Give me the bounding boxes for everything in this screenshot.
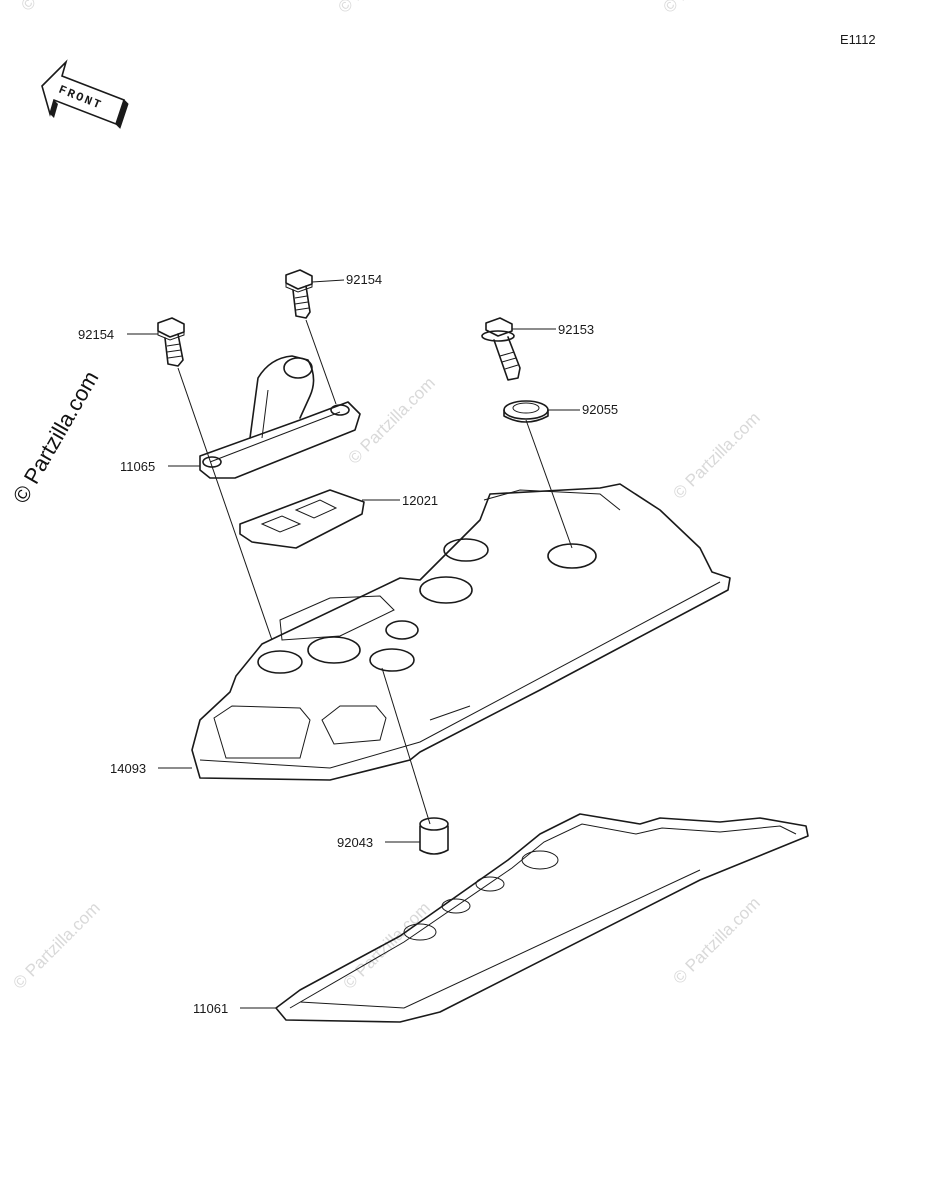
watermark: © Partzilla.com bbox=[9, 898, 103, 992]
collar-92043 bbox=[419, 817, 449, 855]
leader-lines bbox=[127, 279, 580, 1009]
watermark: © Partzilla.com bbox=[334, 0, 428, 17]
part-label[interactable]: 92154 bbox=[346, 272, 382, 287]
reed-plate-12021 bbox=[239, 489, 365, 549]
watermark-main: © Partzilla.com bbox=[8, 367, 104, 508]
part-label[interactable]: 92154 bbox=[78, 327, 114, 342]
part-label[interactable]: 92153 bbox=[558, 322, 594, 337]
watermark: © Partzilla.com bbox=[17, 0, 111, 15]
diagram-code: E1112 bbox=[840, 32, 876, 47]
gasket-11061 bbox=[275, 813, 809, 1023]
part-label[interactable]: 11065 bbox=[120, 459, 155, 474]
breather-cover-11065 bbox=[199, 355, 361, 479]
watermark: © Partzilla.com bbox=[339, 898, 433, 992]
cylinder-head-cover-14093 bbox=[191, 483, 731, 781]
watermark: © Partzilla.com bbox=[659, 0, 753, 17]
watermarks: © Partzilla.com © Partzilla.com © Partzi… bbox=[8, 0, 764, 993]
bolt-92153 bbox=[481, 317, 521, 381]
front-arrow-icon: FRONT bbox=[41, 59, 129, 129]
watermark: © Partzilla.com bbox=[669, 408, 763, 502]
grommet-92055 bbox=[503, 400, 549, 423]
bolt-92154-lower bbox=[157, 317, 185, 367]
part-label[interactable]: 92043 bbox=[337, 835, 373, 850]
part-labels: 92154 92154 92153 92055 11065 12021 1409… bbox=[78, 272, 618, 1016]
part-label[interactable]: 12021 bbox=[402, 493, 438, 508]
part-label[interactable]: 14093 bbox=[110, 761, 146, 776]
part-label[interactable]: 92055 bbox=[582, 402, 618, 417]
part-label[interactable]: 11061 bbox=[193, 1001, 228, 1016]
bolt-92154-upper bbox=[285, 269, 313, 319]
watermark: © Partzilla.com bbox=[669, 893, 763, 987]
